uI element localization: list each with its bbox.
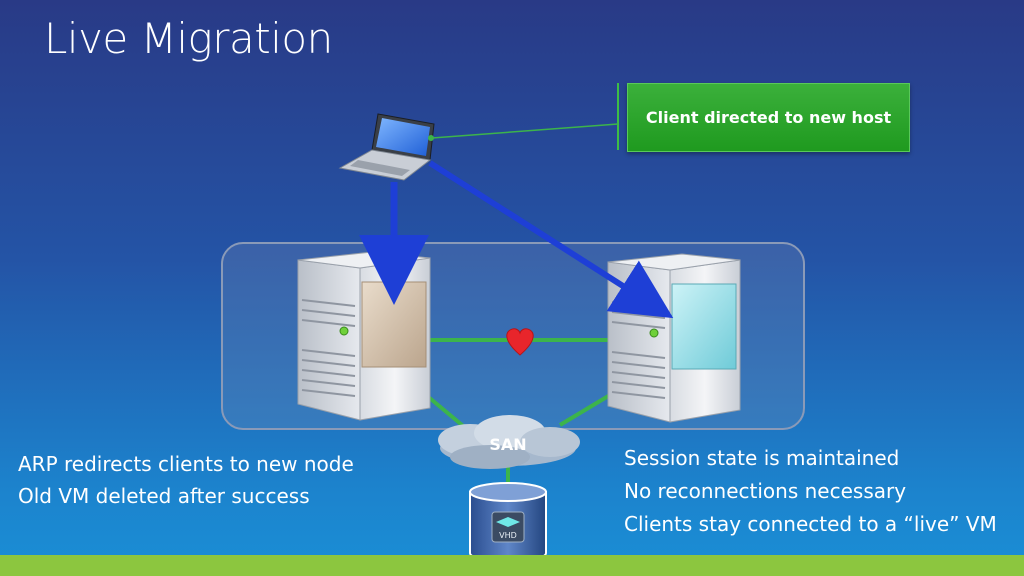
left-notes: ARP redirects clients to new node Old VM…: [18, 448, 354, 512]
note-old-vm-deleted: Old VM deleted after success: [18, 484, 310, 508]
heartbeat-heart-icon: [506, 328, 534, 356]
callout-leader-line: [431, 123, 619, 139]
footer-bar: [0, 555, 1024, 576]
note-clients-connected: Clients stay connected to a “live” VM: [624, 512, 997, 536]
note-no-reconnections: No reconnections necessary: [624, 479, 907, 503]
callout-connector-tick: [617, 83, 619, 150]
old-host-server-icon: [297, 251, 431, 421]
callout-text: Client directed to new host: [645, 108, 892, 127]
san-link-right: [558, 393, 612, 427]
vhd-label: VHD: [499, 531, 517, 540]
client-laptop-icon: [338, 113, 435, 181]
san-label: SAN: [489, 435, 526, 454]
client-to-new-host-arrow: [428, 160, 674, 319]
right-notes: Session state is maintained No reconnect…: [624, 442, 997, 541]
note-session-state: Session state is maintained: [624, 446, 900, 470]
slide-title: Live Migration: [44, 14, 333, 63]
san-cloud-icon: [438, 415, 580, 469]
new-host-server-icon: [607, 253, 741, 423]
vhd-database-icon: [469, 482, 547, 563]
note-arp-redirect: ARP redirects clients to new node: [18, 452, 354, 476]
callout-box: Client directed to new host: [627, 83, 910, 152]
